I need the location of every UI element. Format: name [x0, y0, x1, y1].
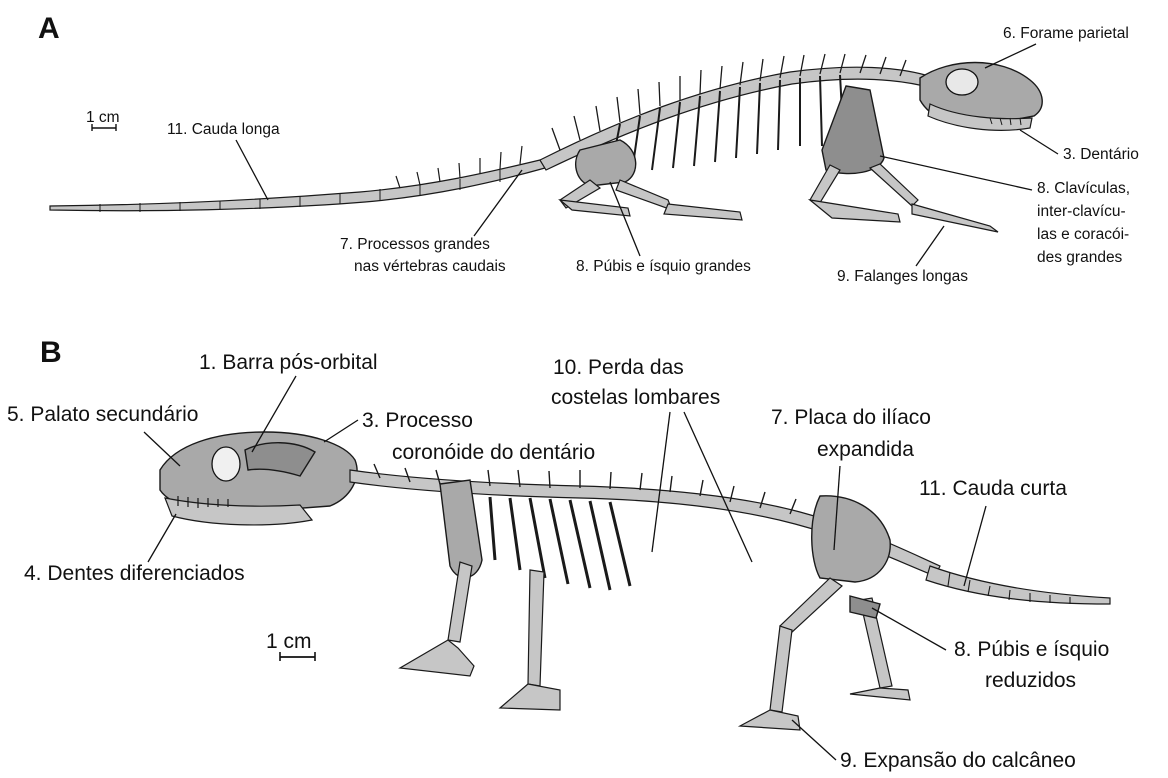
label-perda-line2: costelas lombares [551, 386, 720, 409]
label-dentes-diferenciados: 4. Dentes diferenciados [24, 562, 245, 585]
label-clavicula-line2: inter-clavícu- [1037, 203, 1126, 220]
label-pubis-line1: 8. Púbis e ísquio [954, 638, 1109, 661]
label-pubis-line2: reduzidos [985, 669, 1076, 692]
panel-b: B 1 cm [7, 336, 1110, 772]
label-dentario-a: 3. Dentário [1063, 146, 1139, 163]
skeleton-b-tail [926, 566, 1110, 604]
label-forame-parietal: 6. Forame parietal [1003, 25, 1129, 42]
label-placa-line2: expandida [817, 438, 914, 461]
label-cauda-longa: 11. Cauda longa [167, 121, 280, 138]
label-processos-line1: 7. Processos grandes [340, 236, 490, 253]
label-barra-pos-orbital: 1. Barra pós-orbital [199, 351, 378, 374]
panel-a-scale-label: 1 cm [86, 109, 120, 126]
skeleton-b-ribs [470, 496, 630, 590]
label-falanges: 9. Falanges longas [837, 268, 968, 285]
panel-b-scale-label: 1 cm [266, 630, 312, 653]
panel-a: A 1 cm [38, 12, 1139, 285]
label-processos-line2: nas vértebras caudais [354, 258, 506, 275]
label-clavicula-line4: des grandes [1037, 249, 1123, 266]
skeleton-b-ilium [812, 496, 890, 582]
label-pubis-a: 8. Púbis e ísquio grandes [576, 258, 751, 275]
skeleton-a-pectoral-girdle [822, 86, 884, 174]
skeleton-a-tail [50, 160, 545, 211]
panel-a-scale-bar: 1 cm [86, 109, 120, 131]
skeleton-b-skull [160, 432, 357, 512]
label-perda-line1: 10. Perda das [553, 356, 684, 379]
label-clavicula-line1: 8. Clavículas, [1037, 180, 1130, 197]
panel-b-letter: B [40, 336, 62, 369]
label-processo-line1: 3. Processo [362, 409, 473, 432]
panel-a-letter: A [38, 12, 60, 45]
label-palato-secundario: 5. Palato secundário [7, 403, 198, 426]
panel-b-scale-bar: 1 cm [266, 630, 315, 661]
label-placa-line1: 7. Placa do ilíaco [771, 406, 931, 429]
label-clavicula-line3: las e coracói- [1037, 226, 1129, 243]
label-expansao-calcaneo: 9. Expansão do calcâneo [840, 749, 1076, 772]
label-processo-line2: coronóide do dentário [392, 441, 595, 464]
label-cauda-curta: 11. Cauda curta [919, 477, 1067, 500]
skeleton-a [50, 54, 1042, 232]
